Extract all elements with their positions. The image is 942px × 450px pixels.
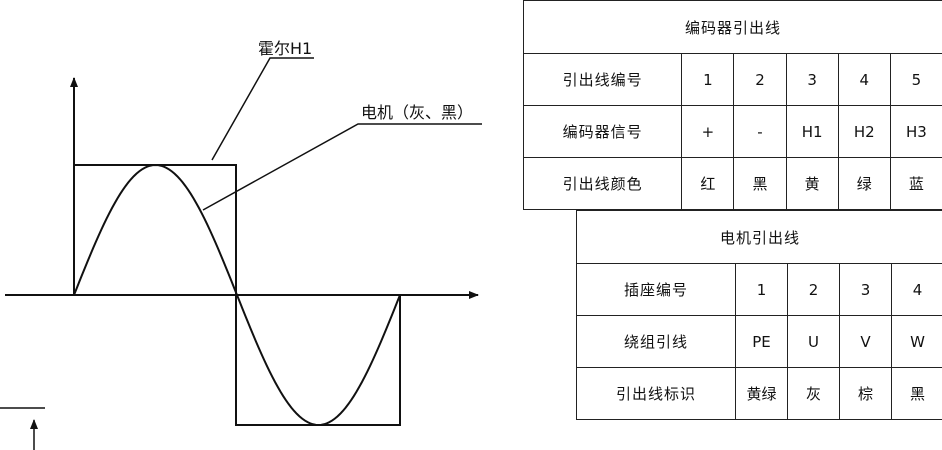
encoder-table-title: 编码器引出线 [523, 0, 942, 54]
motor-leader-line [202, 123, 482, 211]
table-cell: 灰 [787, 367, 840, 420]
motor-sine-wave [73, 163, 401, 427]
table-cell: 1 [735, 263, 788, 316]
row-label: 编码器信号 [522, 105, 683, 158]
table-cell: 2 [787, 263, 840, 316]
row-label: 引出线编号 [522, 53, 683, 106]
row-label: 引出线颜色 [522, 157, 683, 210]
row-label: 插座编号 [576, 263, 736, 316]
table-cell: 黑 [733, 157, 787, 210]
table-cell: + [681, 105, 735, 158]
table-cell: - [733, 105, 787, 158]
table-cell: H3 [889, 105, 942, 158]
hall-leader-line [211, 57, 314, 161]
table-row: 引出线编号 1 2 3 4 5 [522, 53, 942, 106]
table-cell: 绿 [837, 157, 891, 210]
table-cell: 3 [839, 263, 892, 316]
table-cell: 黄 [785, 157, 839, 210]
table-cell: H1 [785, 105, 839, 158]
table-row: 插座编号 1 2 3 4 [576, 263, 942, 316]
table-cell: 蓝 [889, 157, 942, 210]
motor-table-title: 电机引出线 [576, 210, 942, 264]
table-cell: W [891, 315, 942, 368]
table-cell: 1 [681, 53, 735, 106]
motor-wave-label: 电机（灰、黑） [361, 103, 474, 122]
table-cell: U [787, 315, 840, 368]
table-cell: 2 [733, 53, 787, 106]
row-label: 引出线标识 [576, 367, 736, 420]
table-cell: H2 [837, 105, 891, 158]
hall-h1-label: 霍尔H1 [258, 39, 313, 58]
table-cell: PE [735, 315, 788, 368]
table-cell: V [839, 315, 892, 368]
table-row: 引出线颜色 红 黑 黄 绿 蓝 [522, 157, 942, 210]
table-cell: 红 [681, 157, 735, 210]
encoder-lead-table: 编码器引出线 引出线编号 1 2 3 4 5 编码器信号 + - H1 H2 H… [522, 0, 942, 210]
row-label: 绕组引线 [576, 315, 736, 368]
table-cell: 4 [891, 263, 942, 316]
table-cell: 黑 [891, 367, 942, 420]
table-cell: 黄绿 [735, 367, 788, 420]
table-row: 编码器信号 + - H1 H2 H3 [522, 105, 942, 158]
motor-lead-table: 电机引出线 插座编号 1 2 3 4 绕组引线 PE U V W 引出线标识 黄… [576, 210, 942, 420]
table-row: 引出线标识 黄绿 灰 棕 黑 [576, 367, 942, 420]
table-cell: 棕 [839, 367, 892, 420]
table-cell: 3 [785, 53, 839, 106]
table-cell: 4 [837, 53, 891, 106]
table-cell: 5 [889, 53, 942, 106]
table-row: 绕组引线 PE U V W [576, 315, 942, 368]
